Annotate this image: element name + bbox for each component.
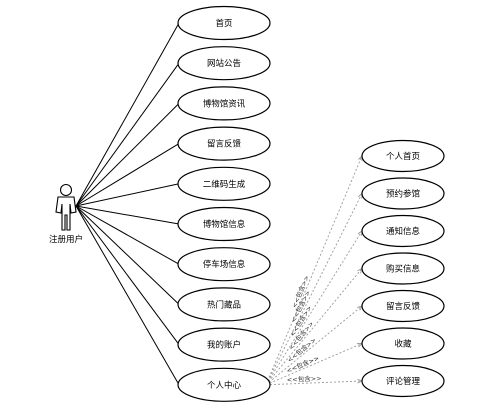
association-line-home	[75, 22, 180, 207]
use-case-label: 二维码生成	[203, 179, 246, 190]
use-case-ellipse	[177, 367, 271, 402]
use-case-ellipse	[361, 289, 445, 323]
use-case-label: 预约参馆	[386, 189, 420, 200]
use-case-ellipse	[177, 86, 271, 121]
use-case-label: 购买信息	[386, 264, 421, 275]
use-case-notice[interactable]: 网站公告	[177, 46, 271, 81]
include-line-pc-feedback	[265, 305, 363, 386]
use-case-museum-news[interactable]: 博物馆资讯	[177, 86, 271, 121]
use-case-label: 停车场信息	[203, 259, 246, 270]
use-case-ellipse	[177, 327, 271, 362]
use-case-ellipse	[361, 327, 445, 360]
use-case-ellipse	[177, 46, 271, 81]
use-case-pc-feedback[interactable]: 留言反馈	[361, 289, 445, 323]
use-case-label: 留言反馈	[207, 139, 242, 150]
association-line-personal-center	[75, 205, 180, 386]
use-case-label: 评论管理	[386, 376, 421, 387]
use-case-label: 通知信息	[386, 226, 421, 237]
include-line-pc-comments	[265, 380, 363, 386]
use-case-label: 首页	[215, 18, 232, 29]
use-case-label: 网站公告	[207, 58, 241, 69]
association-line-museum-news	[75, 103, 180, 207]
use-case-ellipse	[361, 139, 445, 173]
use-case-label: 留言反馈	[386, 301, 421, 312]
use-case-feedback[interactable]: 留言反馈	[177, 126, 271, 161]
include-arrowhead	[356, 343, 364, 348]
use-case-qrcode[interactable]: 二维码生成	[177, 166, 271, 201]
include-line-pc-favorite	[265, 343, 363, 386]
use-case-pc-favorite[interactable]: 收藏	[361, 327, 445, 360]
use-case-my-account[interactable]: 我的账户	[177, 327, 271, 362]
use-case-label: 个人中心	[207, 380, 242, 391]
use-case-label: 收藏	[394, 339, 412, 350]
use-case-ellipse	[177, 206, 271, 242]
use-case-pc-booking[interactable]: 预约参馆	[361, 177, 445, 210]
association-lines	[75, 22, 180, 386]
use-case-home[interactable]: 首页	[177, 5, 271, 41]
include-label: <<包含>>	[287, 374, 322, 384]
use-case-ellipse	[361, 214, 445, 248]
use-case-ellipse	[177, 5, 271, 41]
association-line-hot-goods	[75, 205, 180, 305]
include-relations: <<包含>><<包含>><<包含>><<包含>><<包含>><<包含>><<包含…	[265, 154, 364, 386]
include-line-pc-home	[265, 155, 363, 385]
use-case-ellipse	[361, 364, 445, 398]
use-case-ellipse	[361, 177, 445, 210]
use-case-pc-purchase[interactable]: 购买信息	[361, 252, 445, 285]
association-line-museum-info	[75, 205, 180, 225]
use-case-ellipse	[177, 287, 271, 322]
include-arrowhead	[357, 230, 363, 237]
use-case-label: 热门藏品	[207, 299, 241, 310]
association-line-qrcode	[75, 183, 180, 207]
association-line-my-account	[75, 205, 180, 345]
use-case-pc-home[interactable]: 个人首页	[361, 139, 445, 173]
use-case-pc-comments[interactable]: 评论管理	[361, 364, 445, 398]
use-case-ellipse	[177, 166, 271, 201]
use-case-personal-center[interactable]: 个人中心	[177, 367, 271, 402]
use-case-museum-info[interactable]: 博物馆信息	[177, 206, 271, 242]
association-line-notice	[75, 62, 180, 207]
use-case-label: 博物馆信息	[203, 219, 246, 230]
association-line-parking	[75, 205, 180, 265]
actor: 注册用户	[49, 183, 83, 245]
use-case-label: 博物馆资讯	[203, 98, 246, 109]
use-case-hot-goods[interactable]: 热门藏品	[177, 287, 271, 322]
main-use-cases: 首页网站公告博物馆资讯留言反馈二维码生成博物馆信息停车场信息热门藏品我的账户个人…	[177, 5, 271, 402]
use-case-ellipse	[177, 126, 271, 161]
person-icon	[55, 183, 77, 231]
use-case-parking[interactable]: 停车场信息	[177, 247, 271, 282]
include-line-pc-purchase	[265, 268, 363, 386]
use-case-pc-notify[interactable]: 通知信息	[361, 214, 445, 248]
use-case-ellipse	[177, 247, 271, 282]
use-case-label: 我的账户	[207, 340, 241, 351]
actor-label: 注册用户	[49, 234, 83, 245]
use-case-ellipse	[361, 252, 445, 285]
use-case-label: 个人首页	[386, 151, 420, 162]
association-line-feedback	[75, 143, 180, 207]
